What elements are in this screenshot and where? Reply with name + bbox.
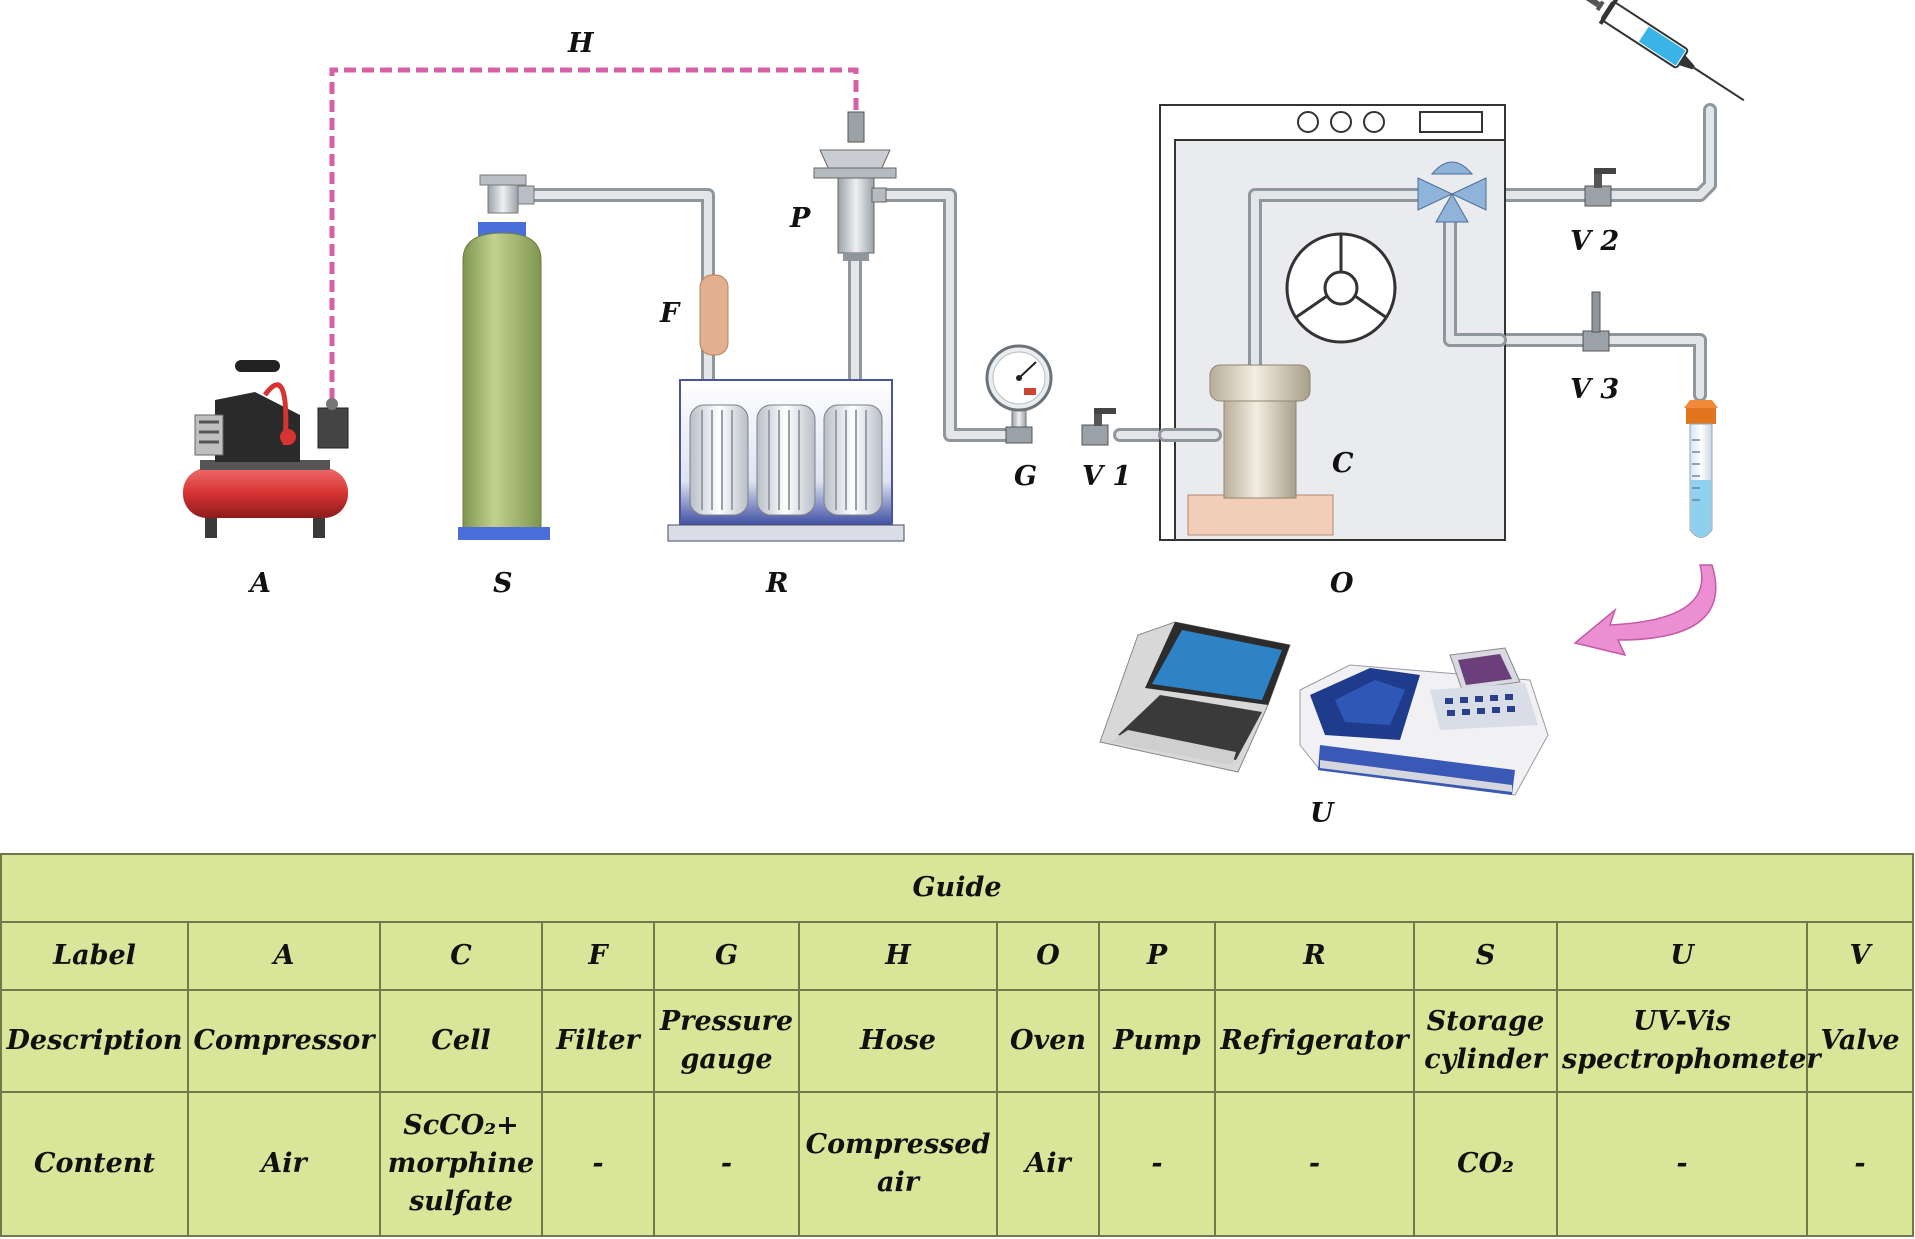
- guide-table: Guide Label A C F G H O P R S U V Descri…: [0, 853, 1915, 1237]
- cell-label: F: [541, 921, 655, 991]
- laptop: [1099, 621, 1291, 773]
- label-f: F: [659, 298, 681, 329]
- cell-description: Pressure gauge: [653, 989, 800, 1093]
- storage-cylinder: [458, 174, 550, 540]
- cell-content: Compressed air: [798, 1091, 998, 1237]
- cell-content: Content: [0, 1091, 189, 1237]
- cell-description: Pump: [1098, 989, 1216, 1093]
- cell-description: Valve: [1805, 989, 1915, 1093]
- cell-content: -: [541, 1091, 655, 1237]
- label-v1: V 1: [1082, 461, 1131, 492]
- cell-content: -: [653, 1091, 800, 1237]
- cell-label: Label: [0, 921, 189, 991]
- cell-label: R: [1214, 921, 1415, 991]
- label-r: R: [765, 568, 788, 599]
- valve-v3: [1582, 291, 1610, 352]
- test-tube: [1684, 400, 1718, 538]
- cell-content: -: [1556, 1091, 1808, 1237]
- valve-v1: [1081, 408, 1116, 446]
- guide-content-row: Content Air ScCO₂+ morphine sulfate - - …: [0, 1091, 1915, 1237]
- cell-description: Compressor: [187, 989, 381, 1093]
- label-h: H: [567, 28, 595, 59]
- cell-content: ScCO₂+ morphine sulfate: [379, 1091, 543, 1237]
- cell-content: -: [1098, 1091, 1216, 1237]
- label-u: U: [1310, 798, 1335, 829]
- label-s: S: [493, 568, 513, 599]
- cell-content: -: [1805, 1091, 1915, 1237]
- hose-line: [329, 67, 859, 400]
- guide-description-row: Description Compressor Cell Filter Press…: [0, 989, 1915, 1093]
- cell-label: G: [653, 921, 800, 991]
- cell-label: V: [1805, 921, 1915, 991]
- cell-label: S: [1413, 921, 1558, 991]
- cell-description: Storage cylinder: [1413, 989, 1558, 1093]
- label-c: C: [1332, 448, 1354, 479]
- label-v2: V 2: [1570, 226, 1619, 257]
- cell-description: Filter: [541, 989, 655, 1093]
- cell-label: O: [996, 921, 1100, 991]
- oven-pipes: [1158, 188, 1507, 442]
- pump: [813, 111, 897, 261]
- cell-content: -: [1214, 1091, 1415, 1237]
- valve-v2: [1584, 168, 1616, 207]
- refrigerator: [667, 379, 905, 542]
- guide-label-row: Label A C F G H O P R S U V: [0, 921, 1915, 991]
- cell-content: Air: [187, 1091, 381, 1237]
- label-a: A: [247, 568, 271, 599]
- filter: [699, 274, 729, 356]
- cell-description: Oven: [996, 989, 1100, 1093]
- cell-label: A: [187, 921, 381, 991]
- label-o: O: [1330, 568, 1354, 599]
- cell-content: CO₂: [1413, 1091, 1558, 1237]
- pressure-gauge: [985, 344, 1053, 444]
- cell-description: Hose: [798, 989, 998, 1093]
- cell-description: Refrigerator: [1214, 989, 1415, 1093]
- cell-label: P: [1098, 921, 1216, 991]
- label-p: P: [789, 203, 811, 234]
- cell-description: Cell: [379, 989, 543, 1093]
- cell-label: H: [798, 921, 998, 991]
- cell: [1187, 364, 1334, 536]
- cell-content: Air: [996, 1091, 1100, 1237]
- uv-vis-spectrophotometer: [1299, 647, 1549, 796]
- label-g: G: [1014, 461, 1037, 492]
- compressor: [183, 360, 349, 538]
- cell-label: C: [379, 921, 543, 991]
- apparatus-diagram: H P F A S R G V 1 C O V 2 V 3 U: [183, 0, 1745, 829]
- transfer-arrow: [1573, 564, 1717, 657]
- guide-title: Guide: [0, 853, 1915, 923]
- cell-label: U: [1556, 921, 1808, 991]
- cell-description: UV-Vis spectrophometer: [1556, 989, 1821, 1093]
- syringe: [1575, 0, 1745, 102]
- label-v3: V 3: [1570, 374, 1619, 405]
- cell-description: Description: [0, 989, 189, 1093]
- four-way-valve: [1417, 161, 1487, 223]
